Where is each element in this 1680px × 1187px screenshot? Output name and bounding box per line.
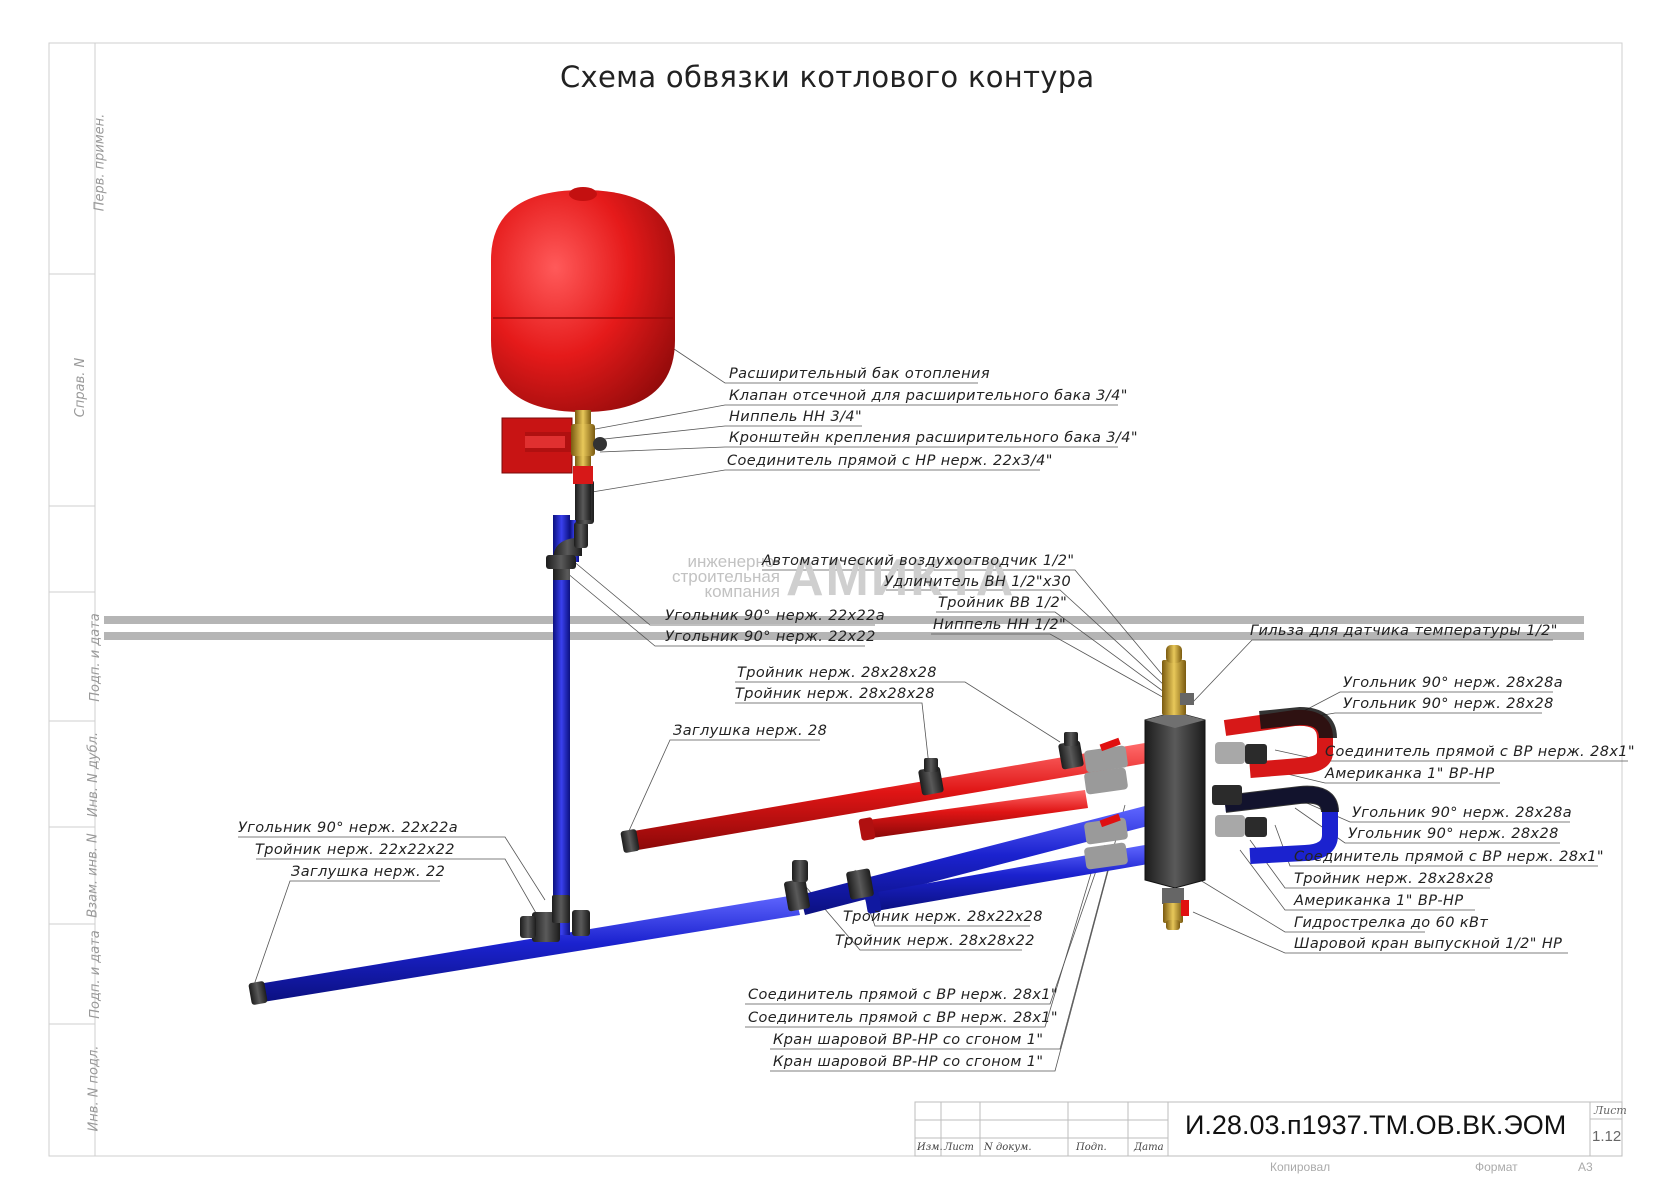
label-expansion-tank: Расширительный бак отопления: [729, 366, 990, 382]
label-connector-28x1-r2: Соединитель прямой с ВР нерж. 28х1": [1294, 849, 1605, 865]
label-drain-valve: Шаровой кран выпускной 1/2" НР: [1294, 936, 1563, 952]
fittings: [520, 480, 1084, 942]
label-ball-valve-1: Кран шаровой ВР-НР со сгоном 1": [773, 1032, 1044, 1048]
sidebar-dup-inv: Инв. N дубл.: [86, 731, 102, 818]
watermark-brand: АМИКТА: [786, 549, 1016, 607]
sidebar-ref-no: Справ. N: [73, 357, 89, 418]
title-block-frame: [914, 1101, 1623, 1157]
label-union-r1: Американка 1" ВР-НР: [1325, 766, 1495, 782]
sheet-label: Лист: [1594, 1104, 1627, 1117]
label-nipple-12: Ниппель НН 1/2": [933, 617, 1067, 633]
watermark-line-3: компания: [704, 582, 780, 601]
sidebar-orig-inv: Инв. N подл.: [86, 1045, 102, 1132]
label-union-r2: Американка 1" ВР-НР: [1294, 893, 1464, 909]
label-connector-22x34: Соединитель прямой с НР нерж. 22х3/4": [727, 453, 1053, 469]
watermark-line-2: строительная: [671, 567, 780, 586]
label-connector-bottom-2: Соединитель прямой с ВР нерж. 28х1": [748, 1010, 1059, 1026]
tb-col-doc-no: N докум.: [984, 1142, 1032, 1153]
label-shutoff-valve: Клапан отсечной для расширительного бака…: [729, 388, 1128, 404]
label-connector-28x1-r1: Соединитель прямой с ВР нерж. 28х1": [1325, 744, 1636, 760]
watermark-bars: [104, 616, 1584, 640]
format-label: Формат: [1475, 1160, 1518, 1174]
label-tee-28-b: Тройник нерж. 28х28х28: [735, 686, 935, 702]
hot-supply-pipes: [628, 706, 1337, 851]
label-air-vent: Автоматический воздухоотводчик 1/2": [762, 553, 1075, 569]
page-title: Схема обвязки котлового контура: [560, 60, 1095, 94]
label-sensor-sleeve: Гильза для датчика температуры 1/2": [1250, 623, 1558, 639]
label-elbow-28a-1: Угольник 90° нерж. 28х28а: [1343, 675, 1563, 691]
hydraulic-separator: [1144, 645, 1206, 930]
label-tee-28-a: Тройник нерж. 28х28х28: [737, 665, 937, 681]
label-nipple-34: Ниппель НН 3/4": [729, 409, 863, 425]
expansion-tank: [491, 187, 675, 520]
label-plug-28: Заглушка нерж. 28: [673, 723, 828, 739]
tb-col-sign: Подп.: [1076, 1142, 1107, 1153]
sheet-number: 1.12: [1592, 1128, 1622, 1145]
tb-col-rev: Изм.: [917, 1142, 943, 1153]
watermark-line-1: инженерно-: [687, 552, 780, 571]
label-elbow-28a-2: Угольник 90° нерж. 28х28а: [1352, 805, 1572, 821]
label-tee-22: Тройник нерж. 22х22х22: [255, 842, 455, 858]
label-tee-28x22x28: Тройник нерж. 28х22х28: [843, 909, 1043, 925]
label-elbow-28-1: Угольник 90° нерж. 28х28: [1343, 696, 1554, 712]
cold-return-pipes: [258, 515, 1339, 1002]
format-value: А3: [1578, 1160, 1593, 1174]
label-elbow-22-top: Угольник 90° нерж. 22х22: [665, 629, 876, 645]
label-bracket: Кронштейн крепления расширительного бака…: [729, 430, 1138, 446]
drawing-frame: [48, 42, 1623, 1157]
watermark-caption: инженерно- строительная компания: [650, 552, 780, 601]
sidebar-repl-inv: Взам. инв. N: [85, 833, 101, 918]
label-extension: Удлинитель ВН 1/2"х30: [884, 574, 1072, 590]
label-tee-bb: Тройник ВВ 1/2": [938, 595, 1068, 611]
label-ball-valve-2: Кран шаровой ВР-НР со сгоном 1": [773, 1054, 1044, 1070]
label-tee-28x28x22: Тройник нерж. 28х28х22: [835, 933, 1035, 949]
sidebar-first-use: Перв. примен.: [92, 113, 108, 212]
tb-col-sheet: Лист: [944, 1142, 974, 1153]
document-code: И.28.03.п1937.ТМ.ОВ.ВК.ЭОМ: [1185, 1110, 1567, 1140]
sidebar-sign-date-1: Подп. и дата: [87, 613, 103, 702]
copied-label: Копировал: [1270, 1160, 1331, 1174]
label-hydro-separator: Гидрострелка до 60 кВт: [1294, 915, 1489, 931]
leader-lines: [238, 344, 1628, 1072]
tb-col-date: Дата: [1134, 1142, 1164, 1153]
label-elbow-22a-left: Угольник 90° нерж. 22х22а: [238, 820, 458, 836]
label-connector-bottom-1: Соединитель прямой с ВР нерж. 28х1": [748, 987, 1059, 1003]
valves-connectors: [1084, 737, 1267, 870]
sidebar-sign-date-2: Подп. и дата: [87, 930, 103, 1019]
label-elbow-22a-top: Угольник 90° нерж. 22х22а: [665, 608, 885, 624]
label-plug-22: Заглушка нерж. 22: [291, 864, 446, 880]
label-tee-28-r: Тройник нерж. 28х28х28: [1294, 871, 1494, 887]
label-elbow-28-2: Угольник 90° нерж. 28х28: [1348, 826, 1559, 842]
